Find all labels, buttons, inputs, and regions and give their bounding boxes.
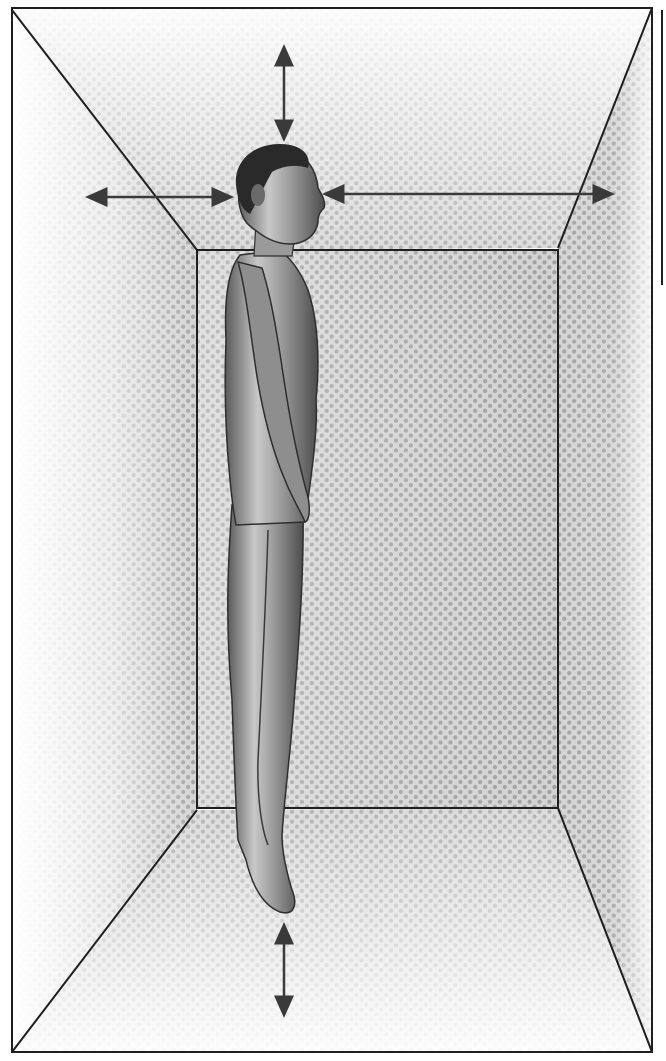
figure-ear <box>251 184 265 206</box>
room-walls <box>12 8 652 1052</box>
